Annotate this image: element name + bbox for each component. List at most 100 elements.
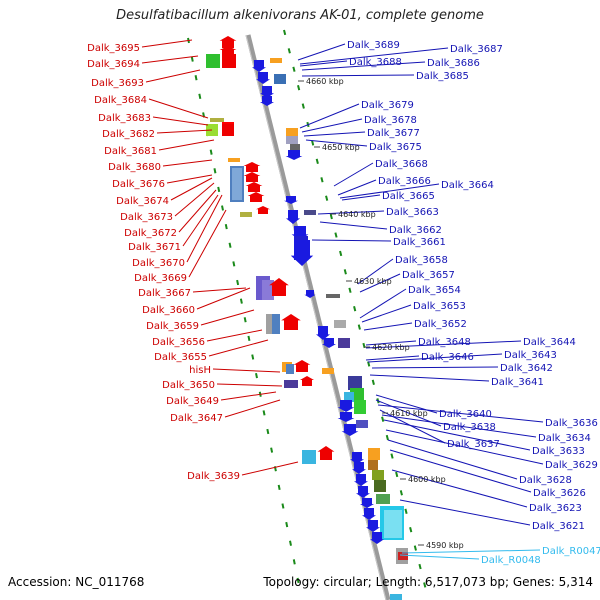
gene-label-right[interactable]: Dalk_3638 — [443, 422, 496, 433]
gene-label-left[interactable]: Dalk_3684 — [94, 95, 147, 106]
gene-label-right[interactable]: Dalk_3665 — [382, 191, 435, 202]
gene-block[interactable] — [390, 594, 402, 600]
gene-block[interactable] — [284, 380, 298, 388]
gene-label-right[interactable]: Dalk_3666 — [378, 176, 431, 187]
gene-block[interactable] — [206, 54, 220, 68]
gene-label-left[interactable]: Dalk_3681 — [104, 146, 157, 157]
gene-label-left[interactable]: Dalk_3674 — [116, 196, 169, 207]
gene-block[interactable] — [374, 480, 386, 492]
gene-label-right[interactable]: Dalk_3636 — [545, 418, 598, 429]
gene-block[interactable] — [398, 552, 408, 560]
gene-arrow-reverse[interactable] — [260, 96, 274, 106]
gene-label-right[interactable]: Dalk_3634 — [538, 433, 591, 444]
gene-label-right[interactable]: Dalk_3642 — [500, 363, 553, 374]
gene-label-left[interactable]: Dalk_3659 — [146, 321, 199, 332]
gene-arrow-reverse[interactable] — [356, 486, 370, 498]
gene-label-right[interactable]: Dalk_3678 — [364, 115, 417, 126]
gene-arrow-reverse[interactable] — [286, 210, 300, 224]
gene-block[interactable] — [304, 210, 316, 215]
gene-arrow-reverse[interactable] — [362, 508, 376, 520]
gene-arrow-reverse[interactable] — [352, 462, 366, 474]
gene-arrow-reverse[interactable] — [366, 520, 380, 532]
gene-label-left[interactable]: Dalk_3656 — [152, 337, 205, 348]
gene-block[interactable] — [222, 54, 236, 68]
gene-block[interactable] — [272, 314, 280, 334]
gene-arrow-reverse[interactable] — [337, 412, 355, 422]
gene-arrow-reverse[interactable] — [322, 338, 336, 348]
gene-label-left[interactable]: Dalk_3639 — [187, 471, 240, 482]
gene-label-left[interactable]: Dalk_3680 — [108, 162, 161, 173]
gene-label-right[interactable]: Dalk_3677 — [367, 128, 420, 139]
gene-label-left[interactable]: hisH — [189, 365, 211, 376]
gene-label-right[interactable]: Dalk_3654 — [408, 285, 461, 296]
gene-block[interactable] — [372, 470, 384, 480]
gene-label-right[interactable]: Dalk_3687 — [450, 44, 503, 55]
gene-label-right[interactable]: Dalk_3668 — [375, 159, 428, 170]
gene-block[interactable] — [344, 392, 354, 402]
gene-block[interactable] — [384, 510, 402, 538]
gene-arrow-forward[interactable] — [243, 172, 261, 182]
gene-label-right[interactable]: Dalk_3648 — [418, 337, 471, 348]
gene-arrow-reverse[interactable] — [304, 290, 316, 298]
gene-label-left[interactable]: Dalk_3667 — [138, 288, 191, 299]
gene-label-left[interactable]: Dalk_3695 — [87, 43, 140, 54]
gene-arrow-reverse[interactable] — [337, 400, 355, 412]
gene-label-left[interactable]: Dalk_3673 — [120, 212, 173, 223]
gene-block[interactable] — [322, 368, 334, 374]
gene-arrow-forward[interactable] — [300, 376, 314, 386]
gene-arrow-reverse[interactable] — [252, 60, 266, 72]
rna-label[interactable]: Dalk_R0047 — [542, 546, 600, 557]
gene-block[interactable] — [326, 294, 340, 298]
gene-label-right[interactable]: Dalk_3644 — [523, 337, 576, 348]
gene-label-right[interactable]: Dalk_3637 — [447, 439, 500, 450]
gene-label-left[interactable]: Dalk_3655 — [154, 352, 207, 363]
gene-arrow-forward[interactable] — [281, 314, 301, 330]
gene-arrow-forward[interactable] — [293, 360, 311, 372]
gene-block[interactable] — [240, 212, 252, 217]
gene-label-left[interactable]: Dalk_3682 — [102, 129, 155, 140]
gene-label-right[interactable]: Dalk_3640 — [439, 409, 492, 420]
gene-arrow-reverse[interactable] — [370, 532, 384, 544]
gene-label-left[interactable]: Dalk_3671 — [128, 242, 181, 253]
gene-block[interactable] — [232, 168, 242, 200]
gene-block[interactable] — [348, 376, 362, 390]
gene-label-right[interactable]: Dalk_3679 — [361, 100, 414, 111]
gene-arrow-forward[interactable] — [269, 278, 289, 296]
gene-label-right[interactable]: Dalk_3652 — [414, 319, 467, 330]
gene-label-left[interactable]: Dalk_3693 — [91, 78, 144, 89]
gene-block[interactable] — [228, 158, 240, 162]
gene-arrow-reverse[interactable] — [350, 452, 364, 464]
gene-label-right[interactable]: Dalk_3657 — [402, 270, 455, 281]
gene-block[interactable] — [334, 320, 346, 328]
gene-block[interactable] — [222, 124, 234, 136]
gene-block[interactable] — [302, 450, 316, 464]
gene-arrow-reverse[interactable] — [256, 72, 270, 84]
gene-label-right[interactable]: Dalk_3629 — [545, 460, 598, 471]
gene-label-left[interactable]: Dalk_3647 — [170, 413, 223, 424]
gene-block[interactable] — [210, 118, 224, 122]
gene-arrow-forward[interactable] — [256, 206, 270, 214]
gene-label-right[interactable]: Dalk_3653 — [413, 301, 466, 312]
gene-label-left[interactable]: Dalk_3670 — [132, 258, 185, 269]
gene-arrow-reverse[interactable] — [260, 86, 274, 98]
gene-label-right[interactable]: Dalk_3621 — [532, 521, 585, 532]
gene-arrow-forward[interactable] — [219, 46, 237, 56]
gene-label-right[interactable]: Dalk_3689 — [347, 40, 400, 51]
gene-label-right[interactable]: Dalk_3658 — [395, 255, 448, 266]
gene-label-right[interactable]: Dalk_3661 — [393, 237, 446, 248]
gene-block[interactable] — [354, 400, 366, 414]
gene-arrow-reverse[interactable] — [290, 240, 314, 266]
gene-arrow-forward[interactable] — [245, 182, 263, 192]
gene-arrow-forward[interactable] — [219, 36, 237, 48]
gene-arrow-forward[interactable] — [317, 446, 335, 460]
gene-arrow-reverse[interactable] — [360, 498, 374, 508]
gene-block[interactable] — [286, 364, 294, 374]
gene-label-left[interactable]: Dalk_3650 — [162, 380, 215, 391]
gene-arrow-reverse[interactable] — [284, 196, 298, 204]
gene-block[interactable] — [338, 338, 350, 348]
gene-label-right[interactable]: Dalk_3688 — [349, 57, 402, 68]
gene-block[interactable] — [274, 74, 286, 84]
gene-arrow-forward[interactable] — [247, 192, 265, 202]
gene-block[interactable] — [368, 448, 380, 460]
gene-label-right[interactable]: Dalk_3675 — [369, 142, 422, 153]
